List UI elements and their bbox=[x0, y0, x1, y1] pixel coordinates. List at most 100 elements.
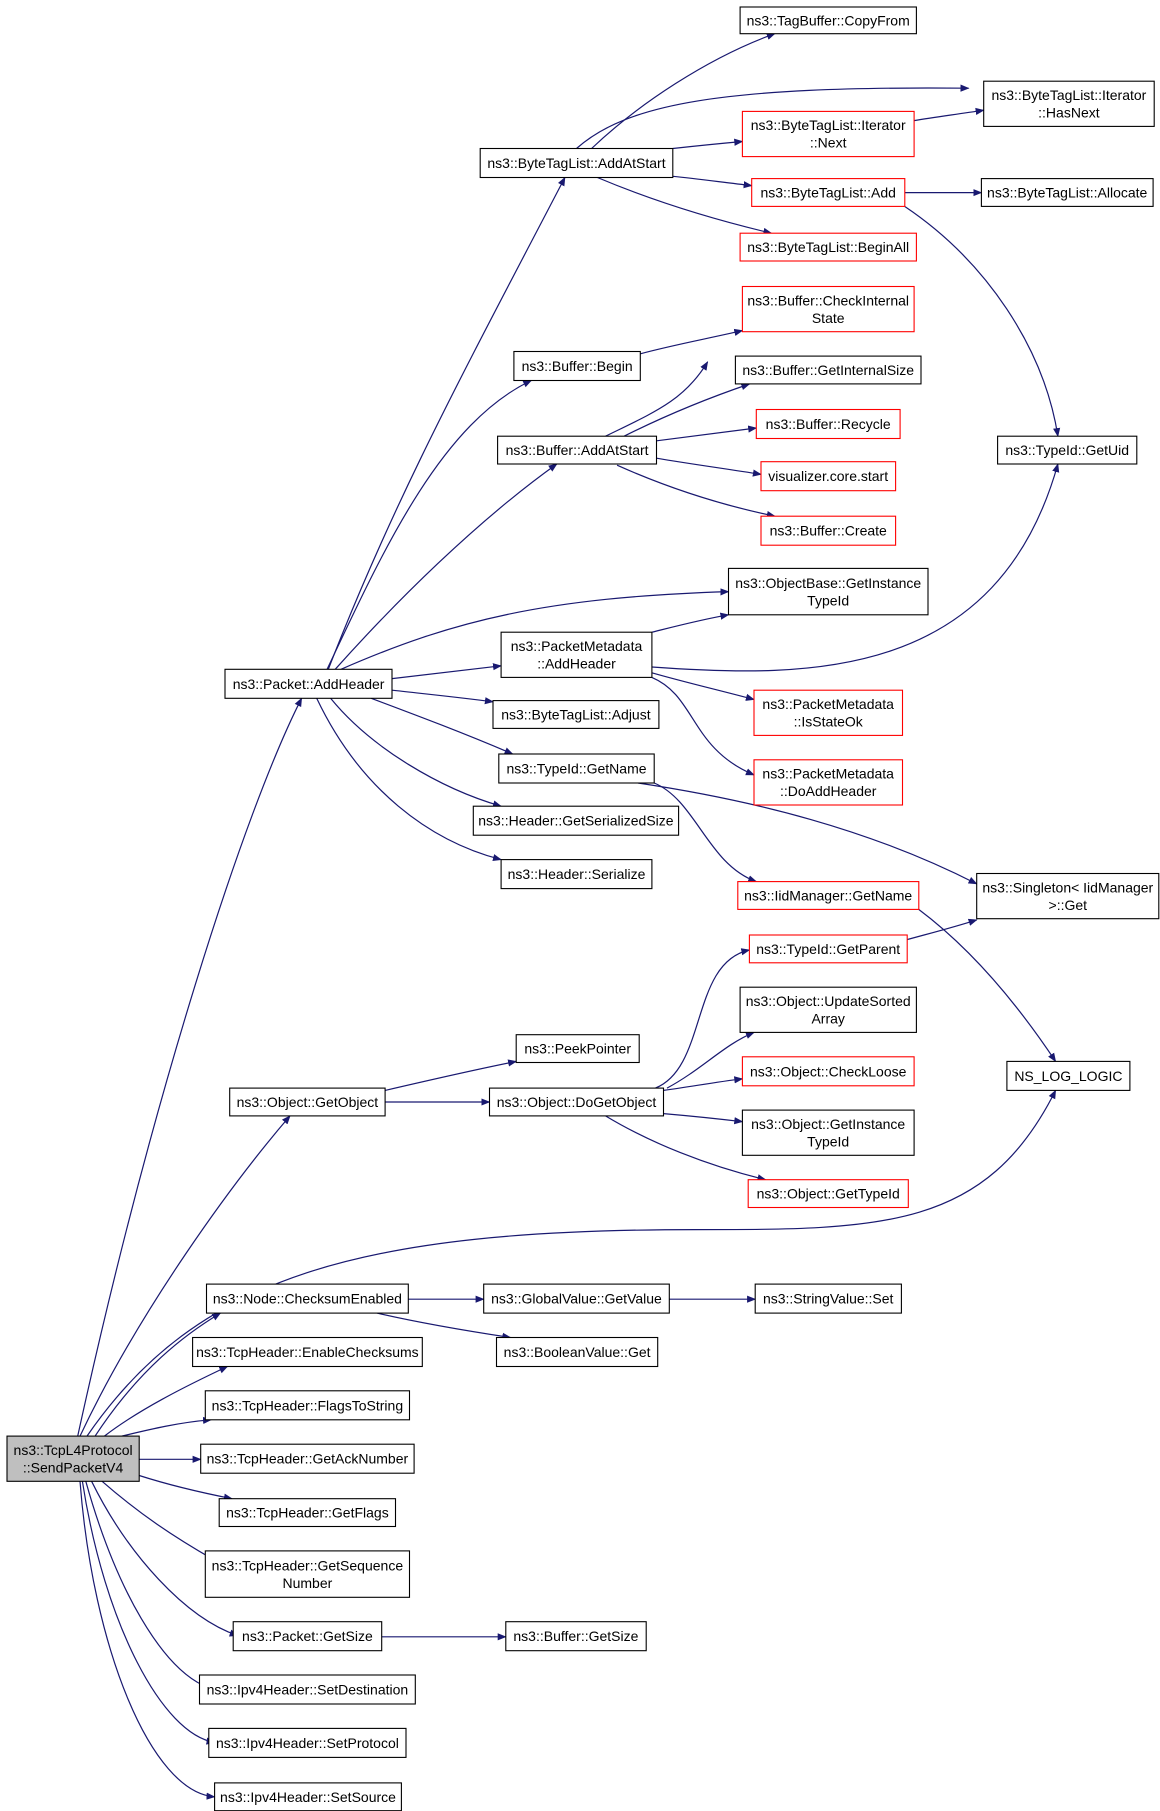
node-btl-beginall[interactable]: ns3::ByteTagList::BeginAll bbox=[739, 232, 917, 262]
node-box bbox=[198, 1674, 416, 1705]
edge-pkt_addheader-to-btl_addatstart bbox=[327, 176, 566, 670]
node-tcp-getacknumber[interactable]: ns3::TcpHeader::GetAckNumber bbox=[200, 1443, 415, 1474]
node-typeid-getuid[interactable]: ns3::TypeId::GetUid bbox=[997, 435, 1138, 465]
node-obj-checkloose[interactable]: ns3::Object::CheckLoose bbox=[741, 1056, 915, 1087]
node-bv-get[interactable]: ns3::BooleanValue::Get bbox=[495, 1336, 659, 1368]
node-label-line: ns3::Buffer::Recycle bbox=[766, 416, 891, 432]
edge-obj_dogetobject-to-typeid_getparent bbox=[655, 948, 751, 1089]
node-tcp-enablechecksums[interactable]: ns3::TcpHeader::EnableChecksums bbox=[192, 1336, 423, 1368]
node-tb-copyfrom[interactable]: ns3::TagBuffer::CopyFrom bbox=[739, 6, 917, 35]
node-label-line: ns3::TagBuffer::CopyFrom bbox=[747, 12, 910, 28]
node-peekpointer[interactable]: ns3::PeekPointer bbox=[515, 1034, 640, 1064]
node-label-line: Array bbox=[811, 1011, 844, 1027]
edge-arrow bbox=[640, 328, 744, 355]
node-ipv4-setsource[interactable]: ns3::Ipv4Header::SetSource bbox=[214, 1782, 402, 1811]
node-btl-it-next[interactable]: ns3::ByteTagList::Iterator::Next bbox=[741, 110, 915, 158]
node-sv-set[interactable]: ns3::StringValue::Set bbox=[754, 1283, 902, 1314]
node-label-line: ns3::StringValue::Set bbox=[763, 1291, 894, 1307]
node-label-line: ns3::TcpHeader::GetSequence bbox=[212, 1557, 404, 1573]
node-node-checksumenabled[interactable]: ns3::Node::ChecksumEnabled bbox=[205, 1283, 409, 1314]
node-ns-log-logic[interactable]: NS_LOG_LOGIC bbox=[1006, 1060, 1131, 1091]
node-hdr-getserializedsize[interactable]: ns3::Header::GetSerializedSize bbox=[472, 805, 680, 836]
node-box bbox=[980, 178, 1154, 207]
node-box bbox=[500, 631, 653, 678]
node-label-line: ::Next bbox=[810, 135, 847, 151]
node-ipv4-setprotocol[interactable]: ns3::Ipv4Header::SetProtocol bbox=[208, 1727, 407, 1758]
node-viz-start[interactable]: visualizer.core.start bbox=[760, 461, 897, 492]
edge-arrow bbox=[904, 206, 1061, 438]
node-pm-isstateok[interactable]: ns3::PacketMetadata::IsStateOk bbox=[753, 689, 904, 736]
node-singleton-get[interactable]: ns3::Singleton< IidManager>::Get bbox=[976, 872, 1160, 920]
node-box bbox=[200, 1443, 415, 1474]
node-ipv4-setdestination[interactable]: ns3::Ipv4Header::SetDestination bbox=[198, 1674, 416, 1705]
node-btl-it-hasnext[interactable]: ns3::ByteTagList::Iterator::HasNext bbox=[983, 80, 1155, 127]
node-box bbox=[204, 1550, 411, 1598]
node-label-line: ns3::Buffer::Create bbox=[770, 523, 887, 539]
node-box bbox=[192, 1336, 423, 1368]
edge-arrow bbox=[139, 1474, 233, 1501]
node-obj-getobject[interactable]: ns3::Object::GetObject bbox=[229, 1087, 386, 1117]
node-buf-getinternalsize[interactable]: ns3::Buffer::GetInternalSize bbox=[734, 355, 922, 385]
node-gv-getvalue[interactable]: ns3::GlobalValue::GetValue bbox=[483, 1283, 670, 1314]
node-hdr-serialize[interactable]: ns3::Header::Serialize bbox=[500, 859, 653, 890]
node-label-line: Number bbox=[283, 1575, 333, 1591]
node-iidmgr-getname[interactable]: ns3::IidManager::GetName bbox=[737, 881, 920, 910]
node-typeid-getname[interactable]: ns3::TypeId::GetName bbox=[498, 753, 655, 784]
node-label-line: ns3::Object::CheckLoose bbox=[750, 1063, 907, 1079]
node-typeid-getparent[interactable]: ns3::TypeId::GetParent bbox=[748, 934, 908, 964]
edge-buf_addatstart-to-buf_getinternalsize bbox=[623, 383, 751, 437]
node-pm-doaddheader[interactable]: ns3::PacketMetadata::DoAddHeader bbox=[753, 759, 904, 806]
node-label-line: ns3::Header::Serialize bbox=[508, 866, 646, 882]
edge-btl_addatstart-to-btl_it_next bbox=[672, 138, 744, 150]
node-pm-addheader[interactable]: ns3::PacketMetadata::AddHeader bbox=[500, 631, 653, 678]
node-label-line: ns3::PacketMetadata bbox=[511, 638, 643, 654]
node-box bbox=[755, 408, 901, 440]
node-buf-getsize[interactable]: ns3::Buffer::GetSize bbox=[505, 1621, 647, 1652]
edge-arrow bbox=[906, 918, 978, 941]
node-label-line: ns3::TcpHeader::GetFlags bbox=[226, 1505, 389, 1521]
node-label-line: ns3::TcpL4Protocol bbox=[14, 1442, 133, 1458]
edge-arrow bbox=[81, 1481, 216, 1745]
node-pkt-getsize[interactable]: ns3::Packet::GetSize bbox=[232, 1621, 383, 1652]
node-btl-adjust[interactable]: ns3::ByteTagList::Adjust bbox=[492, 700, 660, 729]
edge-root-to-tcp_enablechecksums bbox=[104, 1365, 229, 1437]
node-tcp-getflags[interactable]: ns3::TcpHeader::GetFlags bbox=[218, 1498, 397, 1528]
node-label-line: ns3::ByteTagList::Add bbox=[760, 185, 895, 201]
node-box bbox=[753, 759, 904, 806]
node-root[interactable]: ns3::TcpL4Protocol::SendPacketV4 bbox=[6, 1435, 140, 1482]
node-tcp-flagstostring[interactable]: ns3::TcpHeader::FlagsToString bbox=[204, 1390, 411, 1421]
edge-arrow bbox=[316, 698, 502, 862]
node-obj-dogetobject[interactable]: ns3::Object::DoGetObject bbox=[488, 1087, 665, 1117]
node-buf-addatstart[interactable]: ns3::Buffer::AddAtStart bbox=[497, 435, 658, 465]
edge-buf_addatstart-to-viz_start bbox=[656, 457, 762, 477]
node-label-line: ns3::Singleton< IidManager bbox=[982, 879, 1153, 895]
node-label-line: ns3::ByteTagList::Allocate bbox=[987, 185, 1148, 201]
edge-node_checksumenabled-to-bv_get bbox=[376, 1312, 512, 1340]
node-buf-create[interactable]: ns3::Buffer::Create bbox=[760, 515, 897, 546]
node-buf-recycle[interactable]: ns3::Buffer::Recycle bbox=[755, 408, 901, 440]
edge-pkt_addheader-to-typeid_getname bbox=[370, 697, 514, 755]
node-btl-add[interactable]: ns3::ByteTagList::Add bbox=[751, 178, 906, 207]
node-label-line: ns3::Buffer::Begin bbox=[522, 358, 633, 374]
edge-obj_dogetobject-to-obj_gettypeid bbox=[605, 1115, 767, 1182]
node-obj-gettypeid[interactable]: ns3::Object::GetTypeId bbox=[747, 1179, 909, 1209]
edge-arrow bbox=[330, 697, 502, 808]
node-label-line: ns3::Packet::GetSize bbox=[242, 1628, 373, 1644]
node-pkt-addheader[interactable]: ns3::Packet::AddHeader bbox=[224, 668, 393, 699]
edge-arrow bbox=[918, 908, 1057, 1063]
edge-arrow bbox=[672, 138, 744, 150]
node-label-line: ::DoAddHeader bbox=[780, 783, 877, 799]
node-box bbox=[997, 435, 1138, 465]
node-btl-allocate[interactable]: ns3::ByteTagList::Allocate bbox=[980, 178, 1154, 207]
node-box bbox=[492, 700, 660, 729]
node-label-line: ns3::TcpHeader::GetAckNumber bbox=[207, 1451, 409, 1467]
edge-arrow bbox=[326, 379, 533, 670]
node-buf-begin[interactable]: ns3::Buffer::Begin bbox=[513, 350, 641, 382]
node-box bbox=[741, 1109, 915, 1156]
node-btl-addatstart[interactable]: ns3::ByteTagList::AddAtStart bbox=[479, 147, 674, 179]
